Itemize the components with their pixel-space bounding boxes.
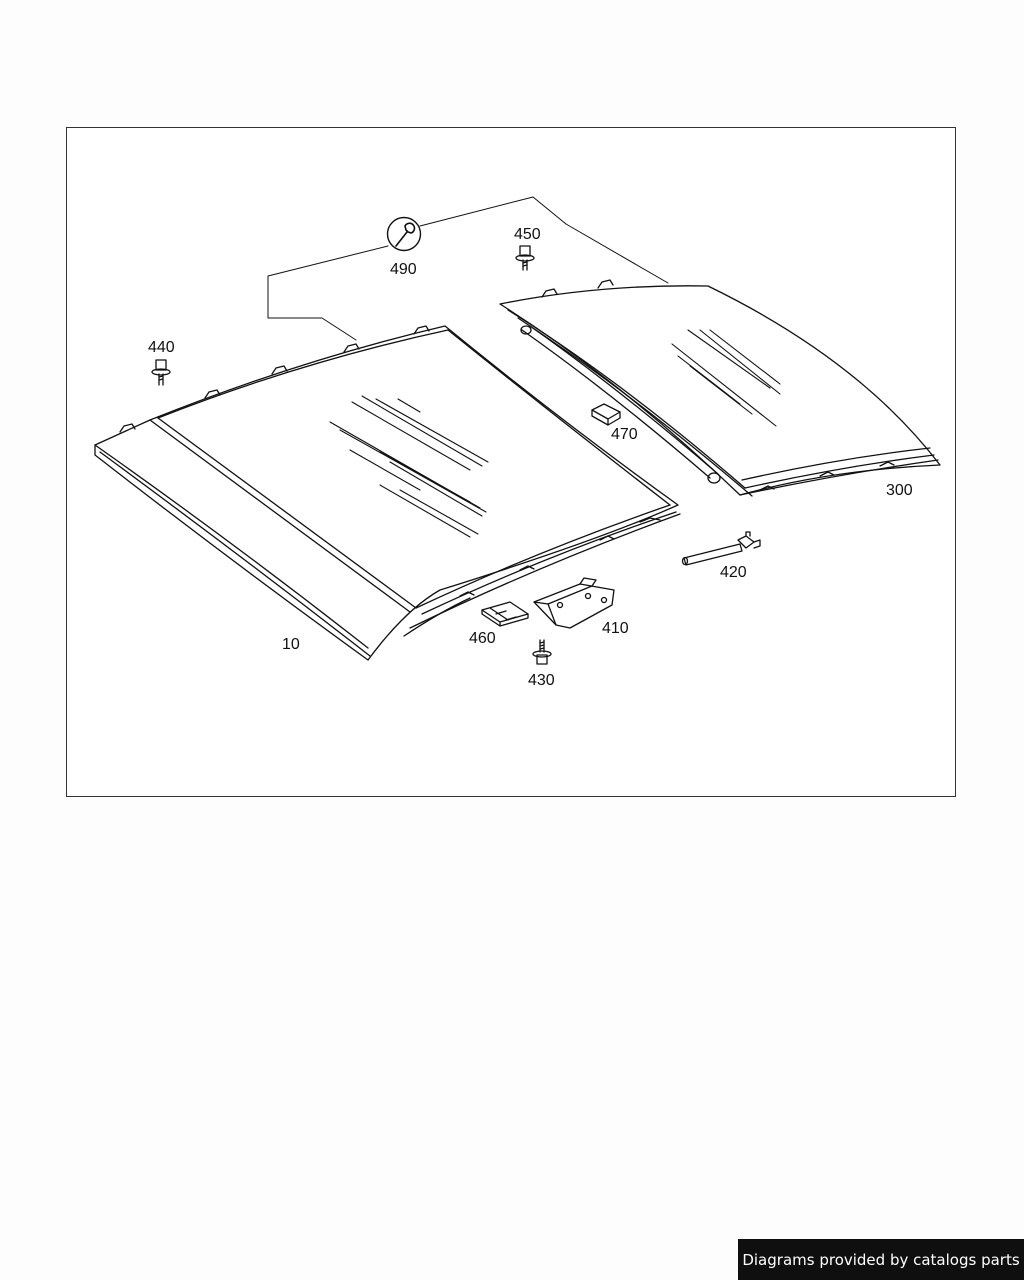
wrench-icon — [386, 216, 422, 252]
callout-450: 450 — [514, 226, 541, 243]
callout-300: 300 — [886, 482, 913, 499]
callout-430: 430 — [528, 672, 555, 689]
block-470 — [591, 403, 621, 426]
callout-440: 440 — [148, 339, 175, 356]
callout-10: 10 — [282, 636, 300, 653]
diagram-frame — [66, 127, 956, 797]
roof-panel-300 — [499, 279, 941, 497]
clip-460 — [481, 601, 529, 627]
bolt-440 — [151, 359, 171, 386]
callout-470: 470 — [611, 426, 638, 443]
callout-410: 410 — [602, 620, 629, 637]
bracket-410 — [533, 577, 615, 629]
bolt-450 — [515, 245, 535, 271]
roof-panel-10 — [94, 325, 681, 661]
pin-420 — [681, 531, 761, 566]
reference-lines — [267, 196, 669, 341]
bolt-430 — [532, 639, 552, 665]
callout-490: 490 — [390, 261, 417, 278]
callout-460: 460 — [469, 630, 496, 647]
credit-banner: Diagrams provided by catalogs parts — [738, 1239, 1024, 1280]
callout-420: 420 — [720, 564, 747, 581]
